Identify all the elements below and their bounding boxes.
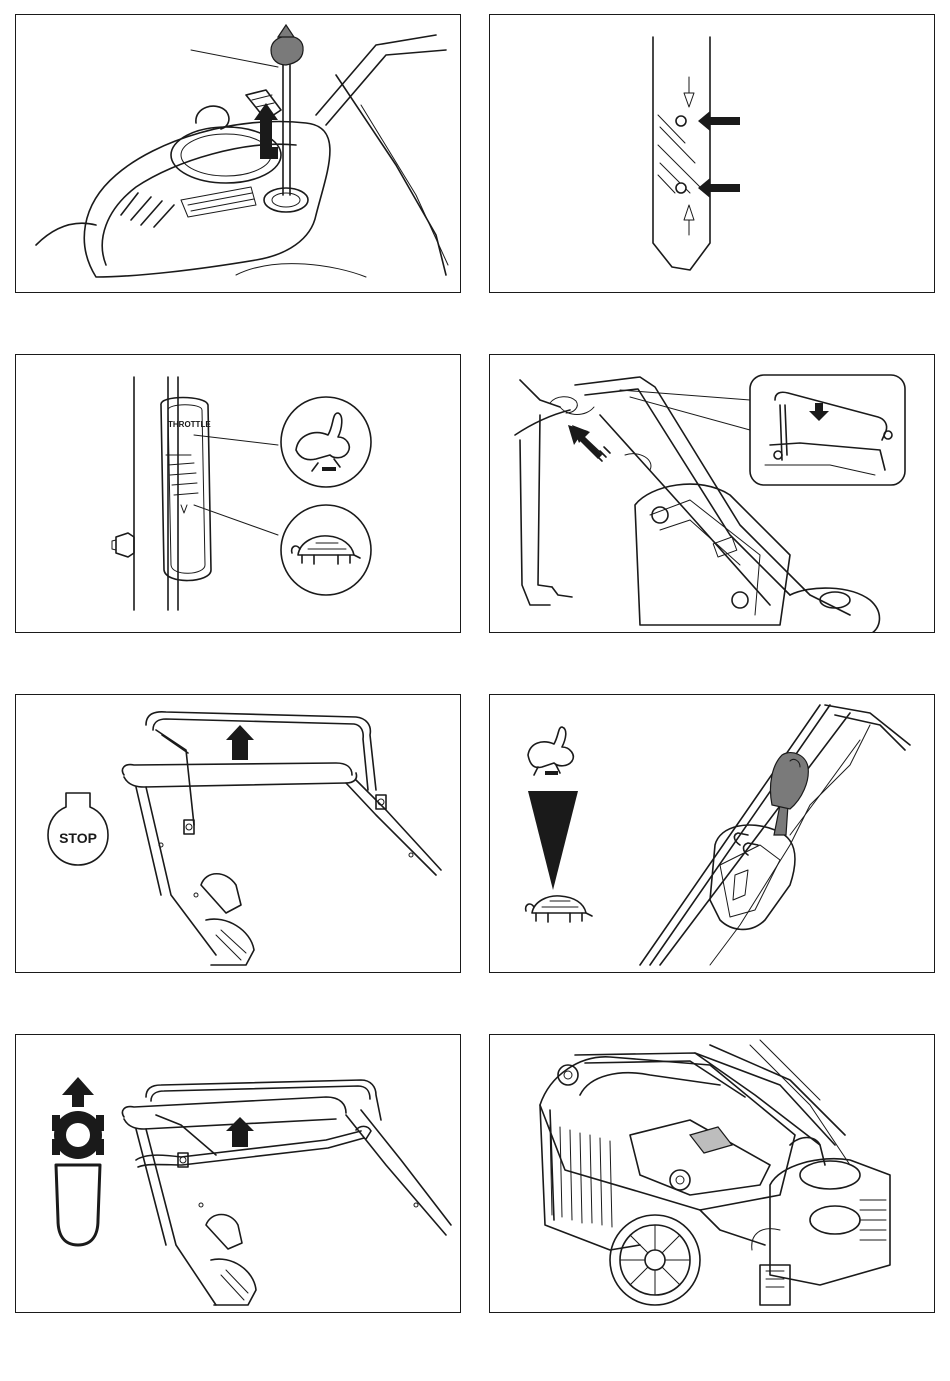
arrow-left-icon <box>698 111 740 198</box>
arrow-up-icon <box>226 1117 254 1147</box>
arrow-up-icon <box>568 425 610 461</box>
handle-bail <box>122 1080 451 1305</box>
throttle-mechanism <box>640 705 910 965</box>
figure-operator-start <box>489 354 935 633</box>
throttle-housing <box>112 377 211 610</box>
detail-callout <box>750 375 905 485</box>
figure-throttle-symbols: THROTTLE <box>15 354 461 633</box>
rabbit-icon <box>281 397 371 487</box>
dipstick-blade <box>653 37 710 270</box>
figure-dipstick-marks <box>489 14 935 293</box>
figure-stop-bail: STOP <box>15 694 461 973</box>
drive-icon <box>52 1077 104 1245</box>
figure-oil-dipstick <box>15 14 461 293</box>
engine-illustration <box>700 1138 890 1306</box>
figure-drive-bail <box>15 1034 461 1313</box>
operator <box>515 380 594 605</box>
figure-throttle-lever <box>489 694 935 973</box>
arrow-up-icon <box>254 103 278 159</box>
mower-handle-bars <box>575 1040 850 1190</box>
handle-bail <box>122 712 441 965</box>
mower-body <box>575 377 879 633</box>
rabbit-icon <box>528 727 573 775</box>
turtle-icon <box>281 505 371 595</box>
rear-wheel <box>610 1215 700 1305</box>
engine-illustration <box>36 35 448 277</box>
turtle-icon <box>526 896 592 922</box>
dipstick <box>271 25 303 195</box>
speed-wedge <box>528 791 578 890</box>
stop-icon: STOP <box>48 793 108 865</box>
grass-bag <box>540 1057 795 1250</box>
stop-label: STOP <box>59 830 97 846</box>
figure-grass-bag <box>489 1034 935 1313</box>
throttle-label: THROTTLE <box>168 420 211 429</box>
arrow-up-icon <box>226 725 254 760</box>
